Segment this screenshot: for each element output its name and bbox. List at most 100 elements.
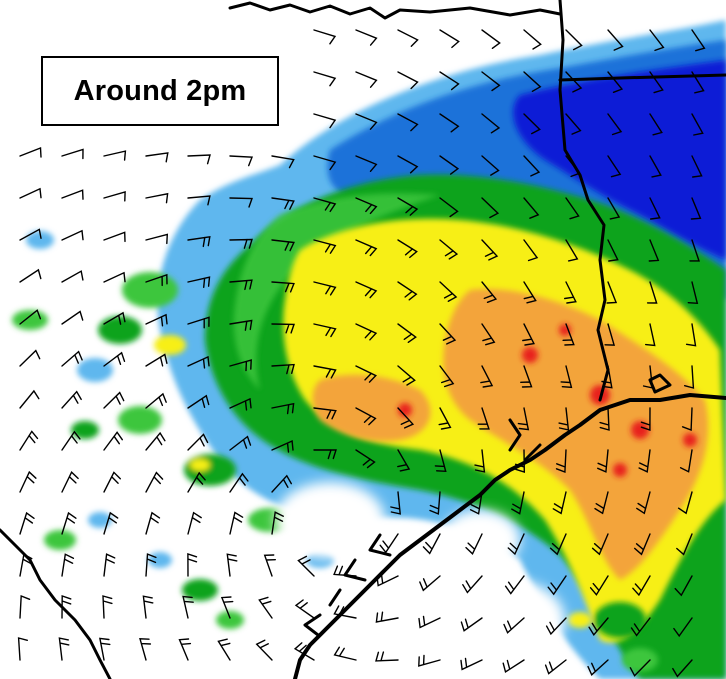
- wind-barb-icon: [258, 596, 273, 619]
- wind-barb-icon: [102, 595, 113, 619]
- wind-barb-icon: [642, 365, 654, 389]
- wind-barb-icon: [355, 407, 377, 426]
- wind-barb-icon: [187, 394, 210, 409]
- wind-barb-icon: [555, 449, 567, 473]
- wind-barb-icon: [422, 533, 441, 555]
- wind-barb-icon: [61, 270, 84, 283]
- wind-barb-icon: [229, 319, 253, 331]
- wind-barb-icon: [691, 29, 706, 52]
- wind-barb-icon: [271, 197, 295, 210]
- wind-barb-icon: [229, 155, 254, 167]
- wind-barb-icon: [523, 113, 541, 135]
- wind-barb-icon: [517, 407, 530, 431]
- wind-barb-icon: [19, 470, 37, 493]
- wind-barb-icon: [61, 430, 81, 451]
- wind-barb-icon: [604, 323, 616, 346]
- wind-barb-icon: [681, 407, 693, 431]
- wind-barb-icon: [313, 29, 337, 45]
- wind-barb-icon: [271, 402, 295, 415]
- wind-barb-icon: [271, 511, 284, 535]
- wind-barb-icon: [691, 155, 703, 178]
- wind-barb-icon: [103, 311, 126, 325]
- wind-barb-icon: [439, 155, 460, 175]
- wind-barb-icon: [19, 187, 42, 199]
- wind-barb-icon: [673, 617, 693, 638]
- wind-barb-icon: [469, 491, 483, 515]
- wind-barb-icon: [514, 449, 526, 473]
- wind-barb-icon: [19, 511, 35, 535]
- wind-barb-icon: [507, 533, 525, 556]
- wind-barb-icon: [481, 29, 501, 49]
- wind-barb-icon: [187, 235, 211, 248]
- wind-barb-icon: [58, 637, 70, 661]
- wind-barb-icon: [271, 474, 292, 493]
- wind-barb-icon: [503, 617, 525, 634]
- wind-barb-icon: [397, 239, 418, 259]
- wind-barb-icon: [103, 190, 126, 202]
- wind-barb-icon: [313, 71, 337, 87]
- wind-barb-icon: [565, 239, 579, 262]
- wind-barb-icon: [562, 323, 575, 346]
- state-boundary: [558, 0, 610, 402]
- wind-barb-icon: [397, 449, 411, 472]
- wind-barb-icon: [355, 449, 376, 469]
- wind-barb-icon: [99, 637, 111, 661]
- wind-barb-icon: [229, 511, 244, 535]
- wind-barb-icon: [549, 533, 567, 556]
- wind-barb-icon: [263, 554, 276, 577]
- wind-barb-icon: [187, 154, 211, 165]
- wind-barb-icon: [672, 659, 693, 678]
- wind-barb-icon: [313, 113, 337, 129]
- wind-barb-icon: [19, 309, 42, 325]
- wind-barb-icon: [220, 596, 234, 619]
- wind-barb-icon: [293, 642, 315, 661]
- wind-barb-icon: [379, 533, 399, 554]
- wind-barb-icon: [145, 431, 166, 451]
- wind-barb-icon: [439, 29, 460, 49]
- wind-barb-icon: [61, 310, 84, 325]
- wind-barb-icon: [355, 281, 378, 299]
- wind-barb-icon: [587, 659, 609, 676]
- wind-barb-icon: [434, 449, 447, 473]
- wind-barb-icon: [630, 617, 651, 637]
- wind-barb-icon: [271, 323, 295, 334]
- precip-light-green: [233, 193, 440, 390]
- wind-barb-icon: [226, 553, 238, 577]
- wind-barb-icon: [397, 323, 417, 343]
- wind-barb-icon: [397, 407, 415, 429]
- wind-barb-icon: [523, 29, 542, 50]
- wind-barb-icon: [19, 349, 41, 367]
- wind-barb-icon: [558, 407, 570, 431]
- wind-barbs: [17, 29, 706, 678]
- wind-barb-icon: [594, 491, 609, 515]
- wind-barb-icon: [460, 617, 483, 632]
- river-boundary: [228, 1, 562, 20]
- wind-barb-icon: [687, 281, 699, 305]
- wind-barb-icon: [187, 553, 198, 577]
- wind-barb-icon: [397, 281, 418, 301]
- wind-barb-icon: [460, 657, 483, 671]
- wind-barb-icon: [439, 281, 458, 302]
- wind-barb-icon: [61, 471, 79, 493]
- wind-barb-icon: [607, 155, 622, 178]
- wind-barb-icon: [565, 155, 581, 178]
- wind-barb-icon: [187, 433, 209, 451]
- wind-barb-icon: [397, 155, 419, 174]
- wind-barb-icon: [375, 651, 399, 662]
- wind-barb-icon: [103, 351, 126, 367]
- wind-barb-icon: [649, 155, 662, 178]
- precip-orange: [443, 289, 709, 580]
- wind-barb-icon: [145, 471, 164, 493]
- wind-barb-icon: [481, 155, 500, 176]
- wind-barb-icon: [187, 276, 211, 288]
- wind-barb-icon: [397, 113, 419, 132]
- storm-eye: [275, 482, 385, 558]
- wind-barb-icon: [649, 197, 661, 220]
- coastline: [293, 393, 726, 679]
- wind-barb-icon: [333, 565, 357, 577]
- wind-barb-icon: [523, 155, 541, 177]
- wind-barb-icon: [640, 407, 651, 431]
- wind-barb-icon: [481, 239, 499, 261]
- wind-barb-icon: [565, 197, 580, 220]
